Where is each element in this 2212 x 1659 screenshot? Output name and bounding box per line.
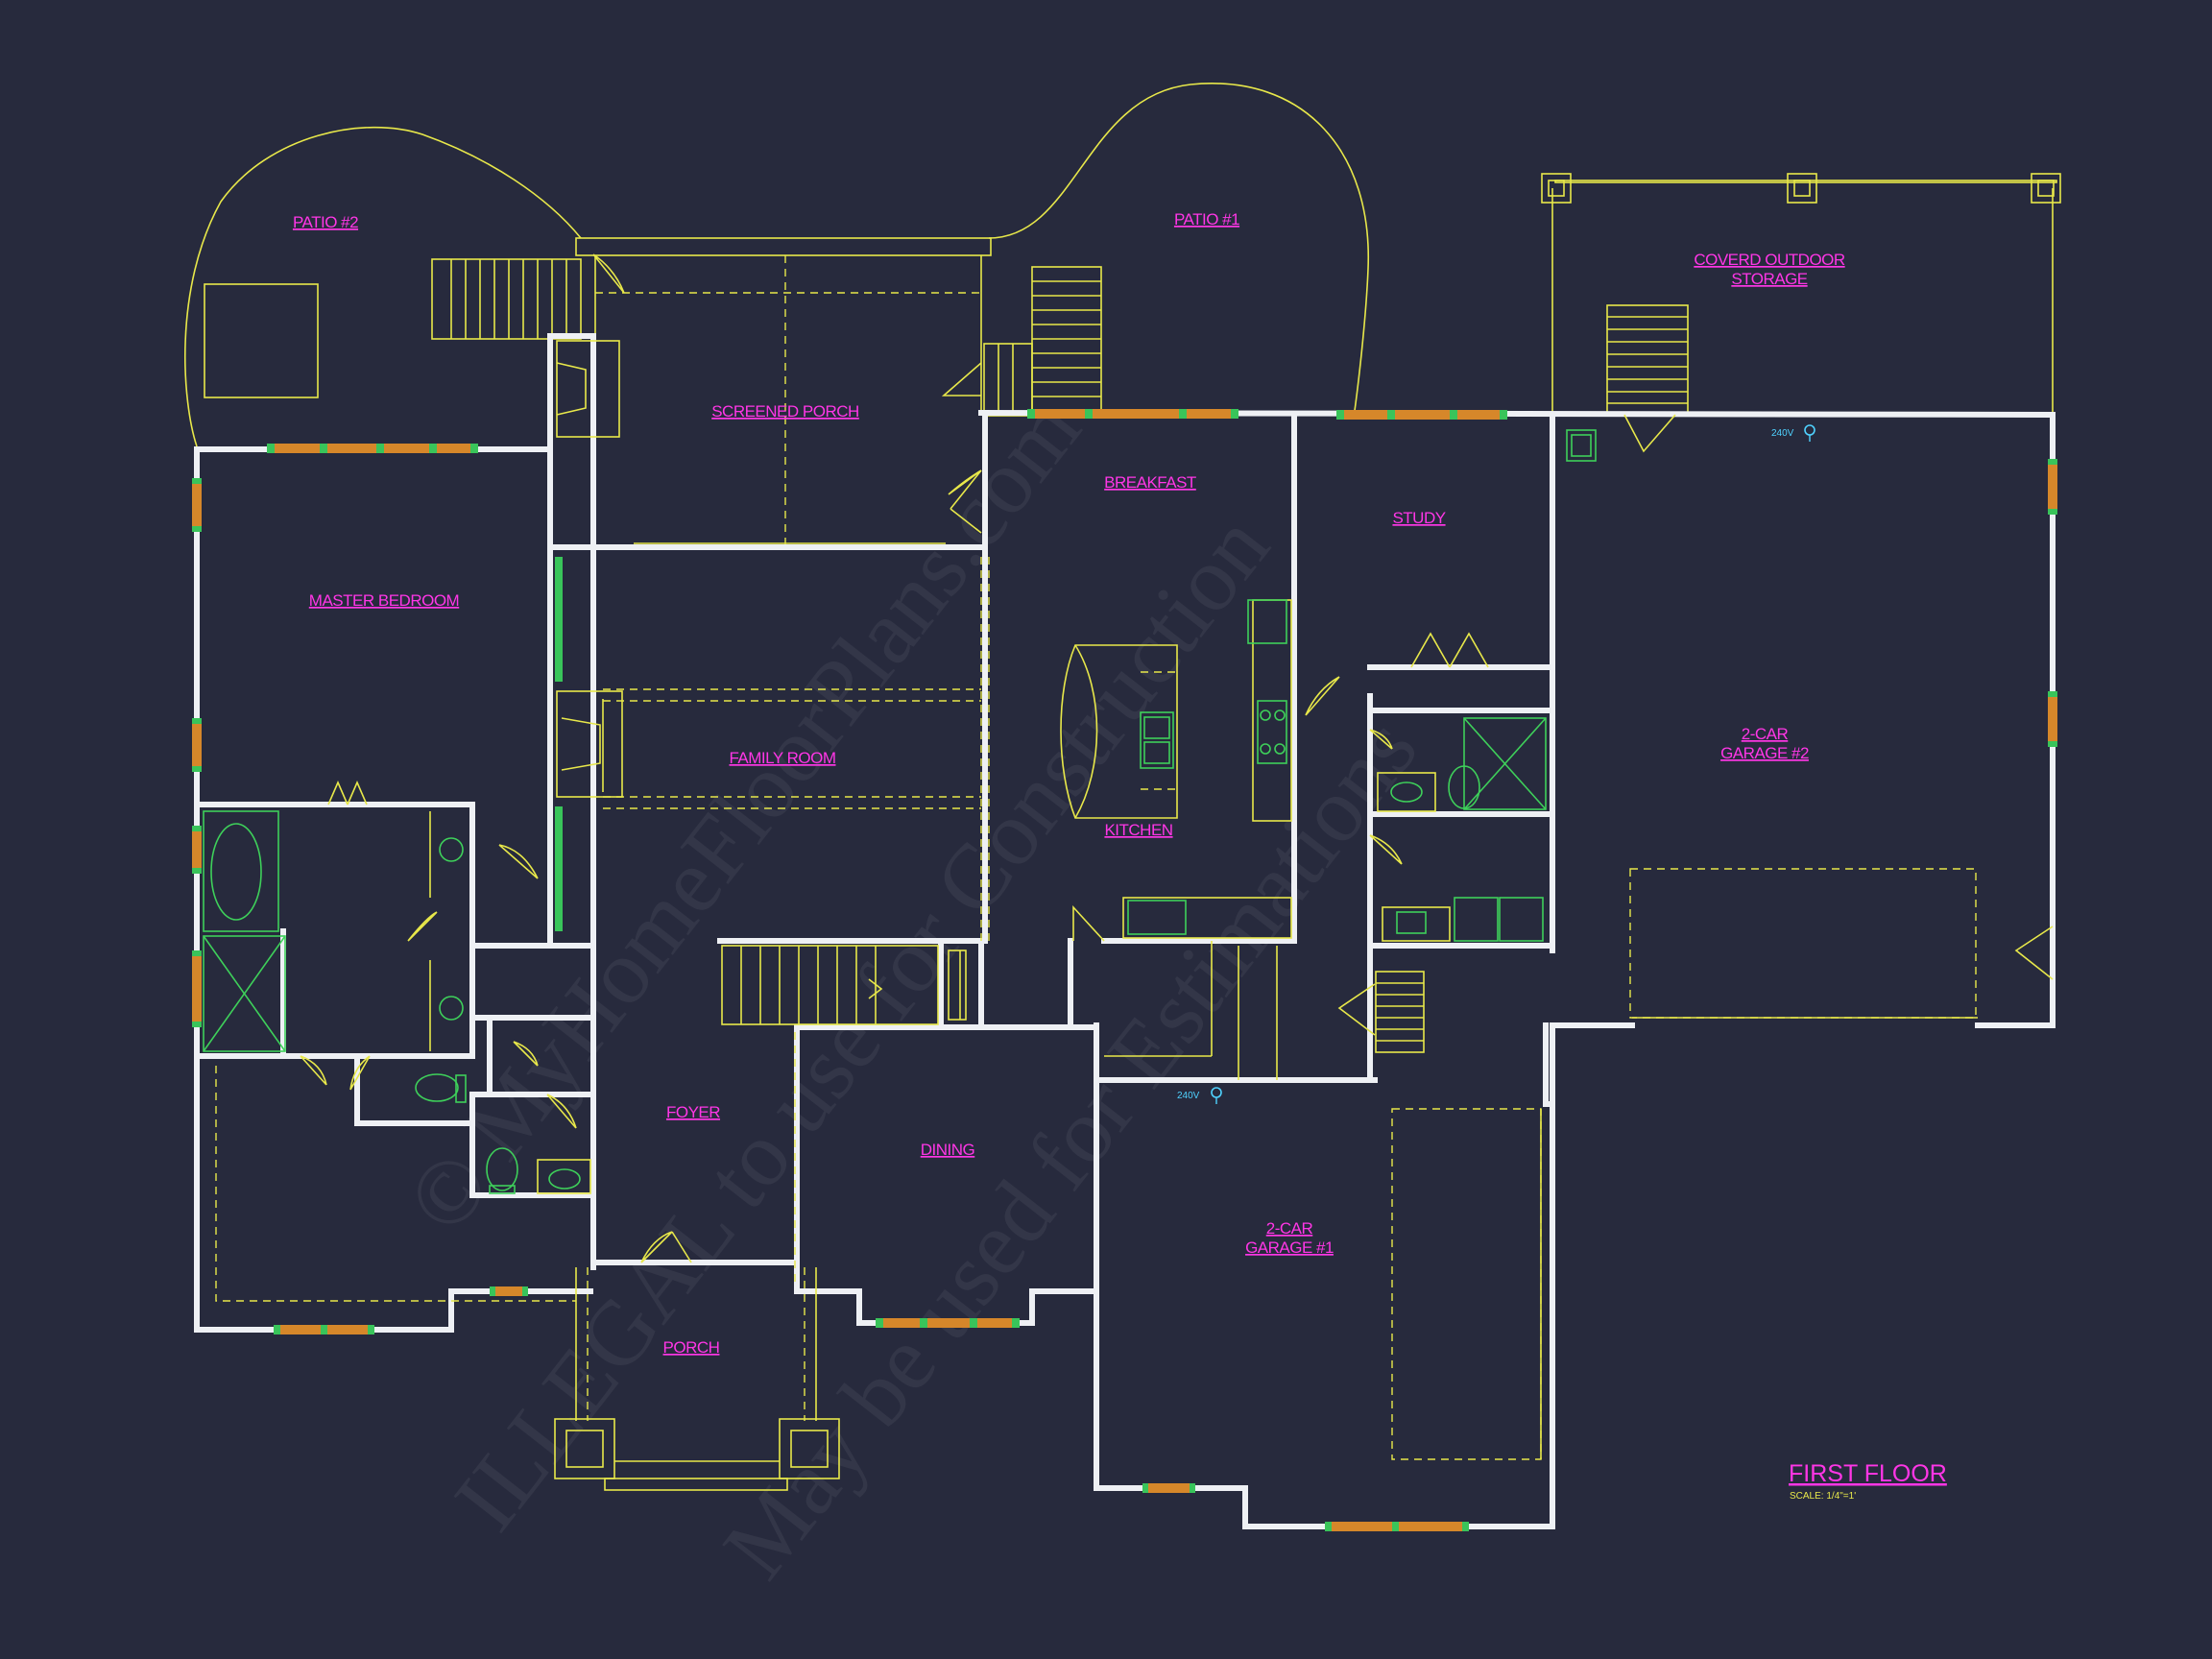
window-master-side-2	[192, 718, 202, 772]
patio-2-table	[204, 283, 319, 398]
windows	[192, 409, 2057, 1531]
window-family-sides	[555, 557, 563, 931]
stair-patio-1	[983, 266, 1102, 417]
shower	[203, 935, 286, 1052]
exterior-stairs	[431, 258, 1425, 1053]
label-breakfast: BREAKFAST	[1104, 473, 1196, 492]
label-dining: DINING	[921, 1141, 975, 1159]
walls	[194, 333, 2056, 1529]
label-master-bedroom: MASTER BEDROOM	[309, 591, 459, 610]
window-breakfast	[1027, 409, 1238, 419]
electrical: 240V 240V	[1177, 424, 1815, 1104]
label-garage-1-1: 2-CAR	[1266, 1219, 1313, 1238]
washer	[1454, 897, 1499, 942]
window-garage-2-side-2	[2048, 691, 2057, 747]
toilet-master	[415, 1073, 459, 1102]
column-1	[1541, 173, 1572, 204]
fireplace-porch	[556, 340, 620, 438]
window-closet-front	[490, 1286, 528, 1296]
kitchen-counter-bottom	[1122, 897, 1292, 939]
vanity-sink-2	[439, 996, 464, 1021]
room-labels: PATIO #2 PATIO #1 SCREENED PORCH COVERD …	[293, 210, 1845, 1357]
storage-stair	[1606, 304, 1689, 414]
window-master-rear	[267, 444, 478, 453]
study-shower	[1463, 717, 1547, 810]
fireplace-family	[556, 690, 623, 798]
watermark: © MyHomeFloorPlans.com ILLEGAL to use fo…	[386, 378, 1436, 1597]
label-covered-storage-2: STORAGE	[1731, 270, 1807, 288]
garage-door-lines	[1104, 868, 1978, 1460]
powder-sink	[548, 1168, 581, 1190]
window-garage-2-side-1	[2048, 459, 2057, 515]
label-porch: PORCH	[663, 1338, 720, 1357]
sheet-title: FIRST FLOOR	[1789, 1460, 1947, 1487]
label-foyer: FOYER	[666, 1103, 720, 1121]
label-family-room: FAMILY ROOM	[729, 749, 835, 767]
kitchen-sink	[1140, 711, 1174, 769]
window-garage-1-front-2	[1325, 1522, 1469, 1531]
dishwasher	[1127, 900, 1187, 935]
window-master-front	[274, 1325, 374, 1334]
garage-sink	[1566, 429, 1597, 462]
label-patio-1: PATIO #1	[1174, 210, 1239, 228]
porch-column-left	[554, 1418, 615, 1479]
kitchen-fixtures	[1060, 599, 1292, 939]
outlet-240v-garage-2-icon	[1804, 424, 1815, 436]
family-room-ceiling	[603, 557, 990, 941]
cooktop	[1257, 700, 1287, 764]
porch-column-right	[779, 1418, 840, 1479]
fridge	[1247, 599, 1287, 644]
outlet-240v-garage-1-icon	[1211, 1087, 1222, 1098]
patio-2-outline	[184, 126, 582, 447]
toilet-powder	[486, 1147, 518, 1191]
sheet-scale: SCALE: 1/4"=1'	[1790, 1491, 1856, 1502]
front-porch	[554, 1032, 840, 1491]
doors	[300, 253, 2054, 1263]
label-garage-2-1: 2-CAR	[1742, 725, 1789, 743]
window-dining	[876, 1318, 1020, 1328]
label-patio-2: PATIO #2	[293, 213, 358, 231]
column-2	[1787, 173, 1817, 204]
outlet-label-garage-1: 240V	[1177, 1091, 1200, 1101]
window-study	[1336, 410, 1507, 420]
stair-garage-1	[1375, 971, 1425, 1053]
label-garage-1-2: GARAGE #1	[1245, 1238, 1334, 1257]
fireplaces	[556, 340, 623, 798]
powder-laundry-fixtures	[486, 429, 1597, 1194]
label-covered-storage-1: COVERD OUTDOOR	[1694, 251, 1845, 269]
patio-1-outline	[988, 83, 1369, 419]
master-bath-fixtures	[203, 810, 576, 1302]
title-block: FIRST FLOOR SCALE: 1/4"=1'	[1789, 1460, 1947, 1502]
window-bath-side-1	[192, 826, 202, 874]
main-stair	[721, 945, 967, 1025]
outlet-label-garage-2: 240V	[1771, 428, 1794, 439]
label-screened-porch: SCREENED PORCH	[711, 402, 859, 421]
window-bath-side-2	[192, 950, 202, 1027]
window-master-side-1	[192, 478, 202, 532]
vanity-sink-1	[439, 837, 464, 862]
study-bath-sink	[1390, 781, 1423, 803]
outdoor-linework	[184, 83, 2061, 447]
stair-patio-2	[431, 258, 582, 340]
label-kitchen: KITCHEN	[1104, 821, 1172, 839]
dryer	[1499, 897, 1544, 942]
window-garage-1-front-1	[1142, 1483, 1195, 1493]
column-3	[2031, 173, 2061, 204]
label-study: STUDY	[1392, 509, 1445, 527]
label-garage-2-2: GARAGE #2	[1720, 744, 1809, 762]
bathtub	[210, 823, 262, 921]
